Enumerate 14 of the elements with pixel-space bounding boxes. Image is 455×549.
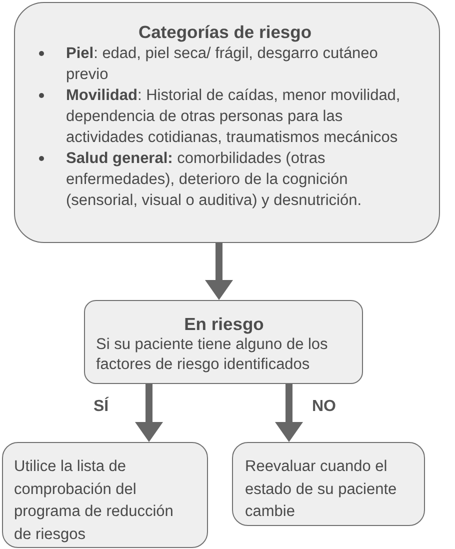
body-text: Si su paciente tiene alguno de los factores de riesgo identificados xyxy=(96,335,329,375)
decision-box xyxy=(84,300,363,384)
action-box xyxy=(2,442,208,548)
bullet-text: Salud general: comorbilidades (otras enfermedades), deterioro de la cognición (sensorial, visual o auditiva) y desnutrición. xyxy=(66,149,362,211)
body-text: Reevaluar cuando el estado de su paciente cambie xyxy=(245,457,398,522)
category-box xyxy=(14,2,440,243)
box-title: En riesgo xyxy=(183,314,265,335)
action-box xyxy=(232,442,425,526)
body-text: Utilice la lista de comprobación del programa de reducción de riesgos xyxy=(14,457,174,544)
arrow xyxy=(275,384,303,442)
arrow xyxy=(205,243,233,300)
arrow xyxy=(135,384,163,442)
bullet-text: Piel: edad, piel seca/ frágil, desgarro cutáneo previo xyxy=(66,44,379,85)
box-title: Categorías de riesgo xyxy=(137,22,313,43)
